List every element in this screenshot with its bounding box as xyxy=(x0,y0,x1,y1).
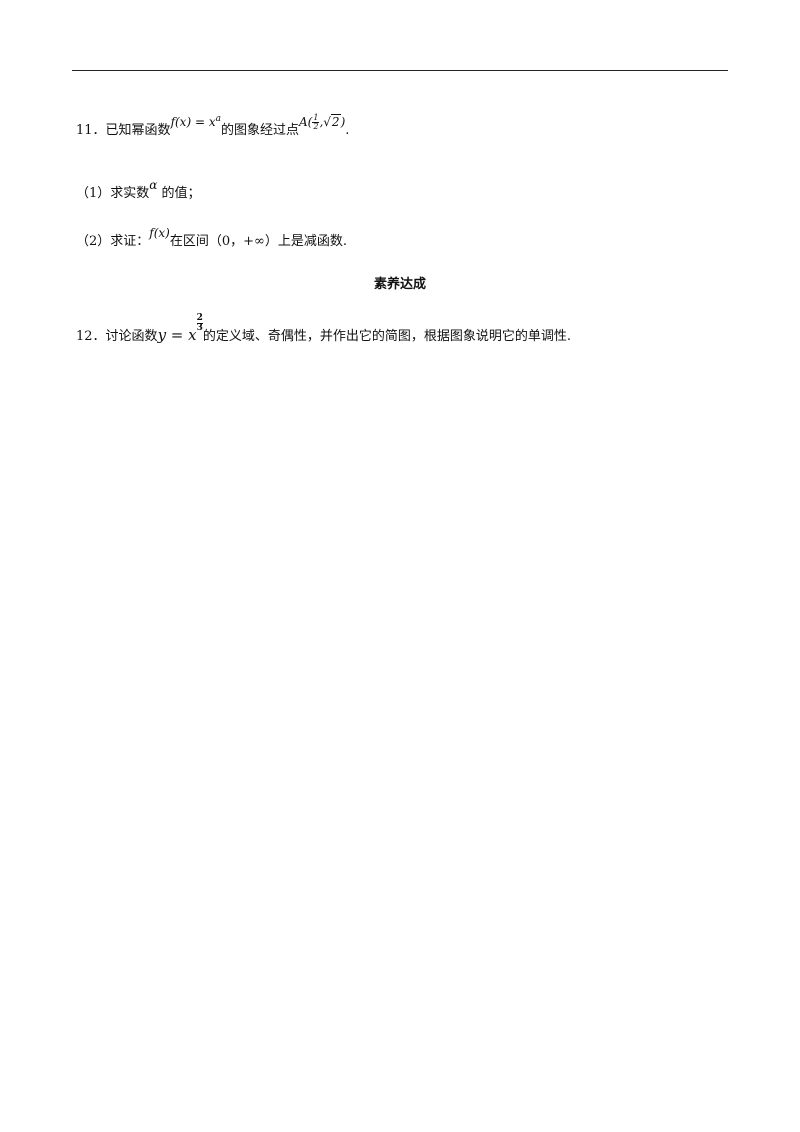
fraction-numerator: 1 xyxy=(312,113,320,123)
question-11-part-2: （2）求证：f(x)在区间（0，+∞）上是减函数. xyxy=(76,226,347,250)
point-separator: , xyxy=(319,115,324,129)
question-12-number: 12． xyxy=(76,329,106,344)
part-2-function: f(x) xyxy=(149,226,170,240)
sqrt-symbol: √2 xyxy=(323,114,341,129)
question-11-text-mid: 的图象经过点 xyxy=(220,123,299,138)
y-formula-lhs: y = x xyxy=(157,326,197,344)
point-label: A xyxy=(298,115,308,129)
part-2-text: 在区间（0，+∞）上是减函数. xyxy=(169,234,347,249)
question-11-end: . xyxy=(345,123,350,138)
question-11-part-1: （1）求实数α 的值； xyxy=(76,178,201,202)
part-1-label: （1）求实数 xyxy=(76,186,150,201)
fraction-denominator: 2 xyxy=(313,122,319,131)
formula-lhs: f(x) = x xyxy=(170,115,216,129)
part-2-label: （2）求证： xyxy=(76,234,150,249)
exponent-denominator: 3 xyxy=(196,323,203,333)
exponent-numerator: 2 xyxy=(196,313,203,324)
question-11-number: 11． xyxy=(76,123,106,138)
question-12-text-after: 的定义域、奇偶性，并作出它的简图，根据图象说明它的单调性. xyxy=(202,329,572,344)
question-11-text-before: 已知幂函数 xyxy=(105,123,171,138)
alpha-symbol: α xyxy=(149,178,158,192)
part-1-text: 的值； xyxy=(157,186,201,201)
radicand: 2 xyxy=(330,114,341,129)
question-12-text-before: 讨论函数 xyxy=(105,329,158,344)
power-function-formula: f(x) = xa xyxy=(170,114,221,129)
formula-exponent: a xyxy=(215,114,221,124)
header-rule xyxy=(72,70,728,71)
section-heading: 素养达成 xyxy=(373,277,426,292)
